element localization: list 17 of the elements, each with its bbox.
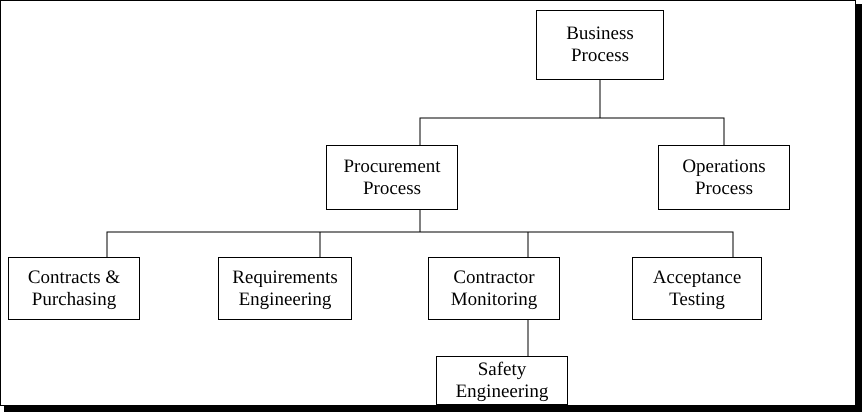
box-label: Business Process [565, 23, 635, 67]
box-label: Safety Engineering [454, 358, 550, 402]
box-label: Operations Process [681, 156, 767, 200]
process-box [436, 356, 568, 405]
process-box [536, 10, 664, 80]
connector-line [600, 80, 724, 146]
box-label: Acceptance Testing [652, 266, 742, 310]
process-box [658, 145, 790, 210]
process-box [326, 145, 458, 210]
box-label: Contractor Monitoring [450, 266, 538, 310]
box-label: Contracts & Purchasing [26, 266, 122, 310]
box-label: Procurement Process [342, 156, 442, 200]
process-box [632, 257, 762, 320]
process-box [218, 257, 352, 320]
process-box [428, 257, 560, 320]
box-label: Requirements Engineering [231, 266, 339, 310]
process-box [8, 257, 140, 320]
